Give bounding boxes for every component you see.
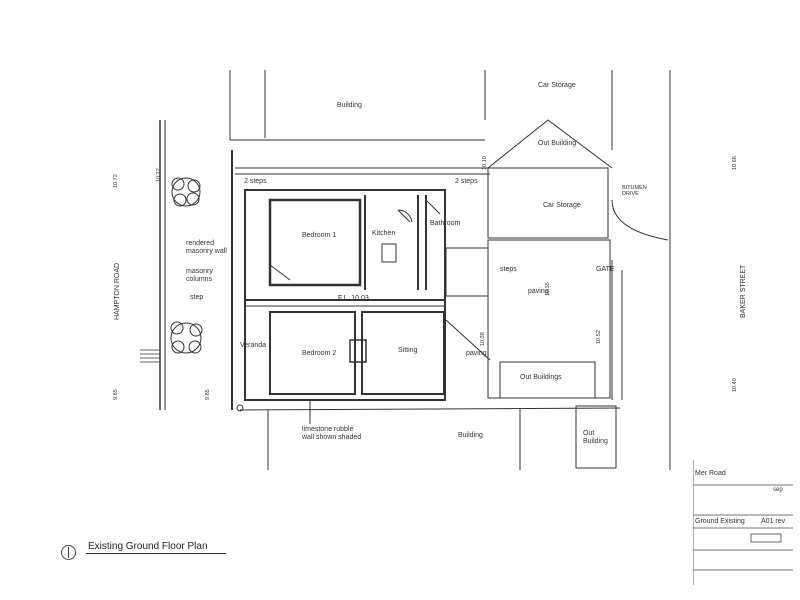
- plan-caption: Existing Ground Floor Plan: [88, 541, 208, 552]
- drive-curve: [611, 199, 669, 241]
- label-building-top: Building: [337, 102, 362, 109]
- label-bathroom: Bathroom: [430, 220, 461, 227]
- label-bedroom1: Bedroom 1: [302, 232, 337, 239]
- level-a: 10.10: [482, 156, 488, 170]
- title-rev: A01 rev: [761, 518, 786, 525]
- kitchen-door: [397, 209, 413, 223]
- label-rubble-wall: limestone rubble wall shown shaded: [302, 426, 362, 441]
- label-out-building-bottom: Out Building: [583, 430, 608, 445]
- title-sheet: Ground Existing: [695, 518, 745, 525]
- fireplace: [349, 339, 367, 363]
- tree-top: [171, 177, 201, 207]
- level-b: 10.35: [545, 282, 551, 296]
- label-building-bottom: Building: [458, 432, 483, 439]
- house-outer-wall: [244, 189, 446, 401]
- level-bs-bottom: 10.40: [732, 378, 738, 392]
- label-hampton-road: HAMPTON ROAD: [114, 262, 121, 320]
- label-out-buildings: Out Buildings: [520, 374, 562, 381]
- label-two-steps-right: 2 steps: [455, 178, 478, 185]
- label-baker-street: BAKER STREET: [740, 264, 747, 318]
- title-code: sep: [773, 487, 783, 493]
- label-veranda: Veranda: [240, 342, 267, 349]
- side-lobby: [445, 247, 489, 297]
- out-buildings-block: [499, 361, 596, 399]
- corner-marker: [236, 404, 244, 412]
- label-paving-mid: paving: [466, 350, 487, 357]
- label-gate: GATE: [596, 266, 615, 273]
- bedroom2-walls: [269, 311, 356, 395]
- boundary-bottom: [239, 407, 621, 411]
- label-floor-level: F.L. 10.03: [338, 295, 369, 302]
- label-masonry-columns: masonry columns: [186, 268, 213, 283]
- bedroom1-door: [269, 264, 291, 281]
- label-steps-right: steps: [500, 266, 517, 273]
- level-hr-top2: 10.72: [156, 168, 162, 182]
- label-bedroom2: Bedroom 2: [302, 350, 337, 357]
- label-rendered-wall: rendered masonry wall: [186, 240, 227, 255]
- sitting-walls: [361, 311, 445, 395]
- level-hr-bottom: 9.85: [113, 389, 119, 400]
- label-car-storage: Car Storage: [543, 202, 581, 209]
- tree-bottom: [170, 321, 203, 354]
- kitchen-bench: [381, 243, 397, 263]
- level-hr-top1: 10.72: [113, 174, 119, 188]
- car-storage-room: [487, 167, 609, 239]
- label-out-building-top: Out Building: [538, 140, 577, 147]
- title-project: Mer Road: [695, 470, 726, 477]
- bedroom1-walls: [268, 198, 362, 287]
- title-block-frame: [692, 460, 793, 585]
- level-e: 9.85: [205, 389, 211, 400]
- level-bs-top: 10.66: [732, 156, 738, 170]
- stair-marks: [140, 349, 160, 363]
- label-sitting: Sitting: [398, 347, 418, 354]
- label-paving-right: paving: [528, 288, 549, 295]
- north-arrow-icon: [61, 545, 76, 560]
- title-block: Mer Road sep Ground Existing A01 rev: [692, 460, 793, 585]
- level-c: 10.38: [480, 332, 486, 346]
- label-two-steps-left: 2 steps: [244, 178, 267, 185]
- label-kitchen: Kitchen: [372, 230, 396, 237]
- label-car-storage-top: Car Storage: [538, 82, 576, 89]
- level-d: 10.52: [596, 330, 602, 344]
- paving-diagonal: [445, 319, 491, 361]
- caption-underline: [86, 553, 226, 554]
- out-building-roof: [487, 119, 613, 169]
- label-step: step: [190, 294, 204, 301]
- bath-door: [425, 199, 441, 215]
- label-bitumen-drive: BITUMEN DRIVE: [622, 185, 647, 197]
- out-building-bottom: [575, 405, 617, 469]
